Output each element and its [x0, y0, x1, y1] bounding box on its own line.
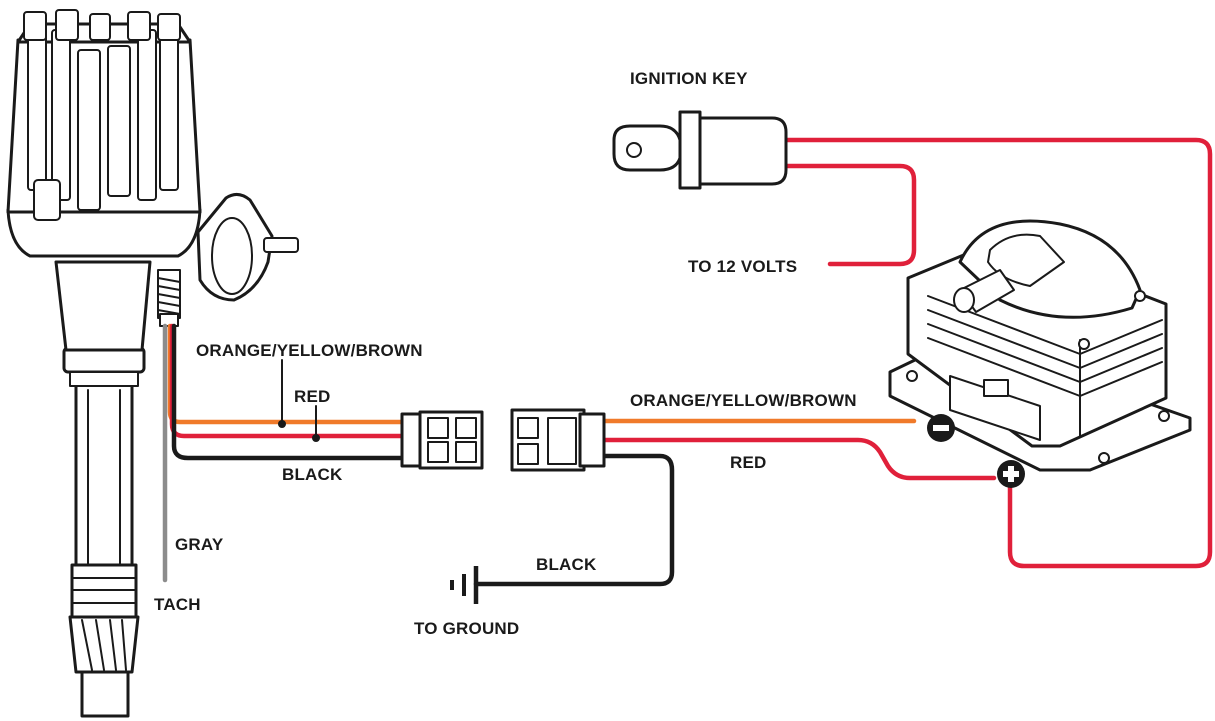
minus-terminal-icon	[927, 414, 955, 442]
label-black-bottom: BLACK	[536, 555, 597, 574]
connector-left	[400, 410, 484, 470]
black-wire-ground	[473, 453, 675, 587]
red-wire-loop	[779, 137, 1213, 569]
ignition-coil-illustration	[888, 219, 1192, 472]
label-orange-yellow-brown-right: ORANGE/YELLOW/BROWN	[630, 391, 857, 410]
label-orange-yellow-brown-left: ORANGE/YELLOW/BROWN	[196, 341, 423, 360]
label-red-left: RED	[294, 387, 331, 406]
ground-symbol-icon	[450, 566, 479, 604]
red-wire-12v	[779, 163, 917, 267]
label-tach: TACH	[154, 595, 201, 614]
label-black-left: BLACK	[282, 465, 343, 484]
connector-right	[510, 408, 606, 472]
label-red-right: RED	[730, 453, 767, 472]
black-wire-left	[171, 323, 407, 461]
label-gray: GRAY	[175, 535, 224, 554]
label-ignition-key: IGNITION KEY	[630, 69, 748, 88]
distributor-illustration	[6, 9, 299, 718]
plus-terminal-icon	[997, 460, 1025, 488]
label-to-ground: TO GROUND	[414, 619, 519, 638]
red-wire-right	[601, 437, 997, 481]
label-to-12-volts: TO 12 VOLTS	[688, 257, 797, 276]
ignition-key-icon	[612, 110, 788, 190]
